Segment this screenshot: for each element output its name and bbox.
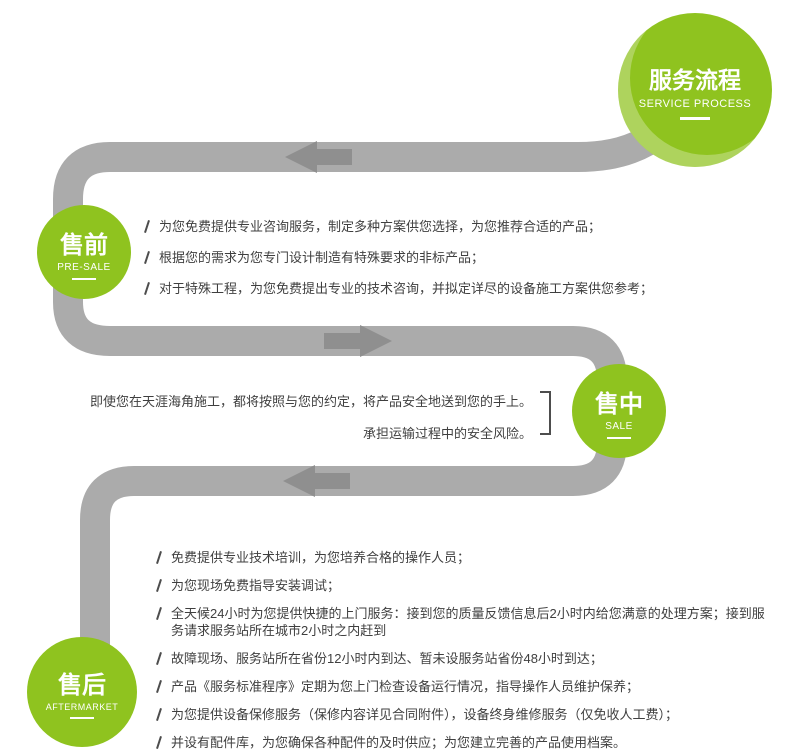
list-item-text: 为您免费提供专业咨询服务，制定多种方案供您选择，为您推荐合适的产品； xyxy=(159,219,602,234)
list-item-text: 故障现场、服务站所在省份12小时内到达、暂未设服务站省份48小时到达； xyxy=(171,651,603,666)
list-item-text: 根据您的需求为您专门设计制造有特殊要求的非标产品； xyxy=(159,250,485,265)
list-item: 故障现场、服务站所在省份12小时内到达、暂未设服务站省份48小时到达； xyxy=(156,650,770,667)
arrow-left-icon xyxy=(283,465,350,497)
list-item: 对于特殊工程，为您免费提出专业的技术咨询，并拟定详尽的设备施工方案供您参考； xyxy=(144,280,676,297)
list-item-text: 产品《服务标准程序》定期为您上门检查设备运行情况，指导操作人员维护保养； xyxy=(171,679,640,694)
page-title-en: SERVICE PROCESS xyxy=(638,97,752,110)
stage-title-en: SALE xyxy=(605,420,633,432)
stage-underline xyxy=(70,717,94,719)
list-item-text: 为您提供设备保修服务（保修内容详见合同附件），设备终身维修服务（仅免收人工费）； xyxy=(171,707,679,722)
stage-title-en: PRE-SALE xyxy=(57,261,111,273)
stage-badge-sale: 售中 SALE xyxy=(572,364,666,458)
presale-item-list: 为您免费提供专业咨询服务，制定多种方案供您选择，为您推荐合适的产品； 根据您的需… xyxy=(144,218,676,311)
list-item-text: 全天候24小时为您提供快捷的上门服务：接到您的质量反馈信息后2小时内给您满意的处… xyxy=(171,606,765,638)
arrow-right-icon xyxy=(324,325,392,357)
stage-title: 售中 xyxy=(595,390,643,418)
list-item-text: 对于特殊工程，为您免费提出专业的技术咨询，并拟定详尽的设备施工方案供您参考； xyxy=(159,281,654,296)
flow-path xyxy=(53,91,701,700)
title-underline xyxy=(680,116,710,120)
stage-underline xyxy=(72,277,96,280)
list-item: 为您提供设备保修服务（保修内容详见合同附件），设备终身维修服务（仅免收人工费）； xyxy=(156,706,770,723)
list-item: 并设有配件库，为您确保各种配件的及时供应；为您建立完善的产品使用档案。 xyxy=(156,734,770,751)
title-badge: 服务流程 SERVICE PROCESS xyxy=(618,13,772,167)
list-item: 为您免费提供专业咨询服务，制定多种方案供您选择，为您推荐合适的产品； xyxy=(144,218,676,235)
stage-badge-aftermarket: 售后 AFTERMARKET xyxy=(27,637,137,747)
list-item-text: 为您现场免费指导安装调试； xyxy=(171,578,341,593)
stage-title: 售前 xyxy=(60,231,108,259)
bracket-icon xyxy=(540,391,551,435)
sale-line: 即使您在天涯海角施工，都将按照与您的约定，将产品安全地送到您的手上。 xyxy=(89,394,532,409)
stage-badge-presale: 售前 PRE-SALE xyxy=(37,205,131,299)
arrow-left-icon xyxy=(285,141,352,173)
aftermarket-item-list: 免费提供专业技术培训，为您培养合格的操作人员； 为您现场免费指导安装调试； 全天… xyxy=(156,549,770,752)
sale-line: 承担运输过程中的安全风险。 xyxy=(362,426,532,441)
list-item: 为您现场免费指导安装调试； xyxy=(156,577,770,594)
list-item: 根据您的需求为您专门设计制造有特殊要求的非标产品； xyxy=(144,249,676,266)
stage-title: 售后 xyxy=(58,672,106,699)
list-item: 产品《服务标准程序》定期为您上门检查设备运行情况，指导操作人员维护保养； xyxy=(156,678,770,695)
stage-underline xyxy=(607,436,631,439)
page-title: 服务流程 xyxy=(649,66,741,93)
stage-title-en: AFTERMARKET xyxy=(45,702,119,712)
list-item: 免费提供专业技术培训，为您培养合格的操作人员； xyxy=(156,549,770,566)
list-item-text: 免费提供专业技术培训，为您培养合格的操作人员； xyxy=(171,550,471,565)
list-item-text: 并设有配件库，为您确保各种配件的及时供应；为您建立完善的产品使用档案。 xyxy=(171,735,627,750)
sale-text-block: 即使您在天涯海角施工，都将按照与您的约定，将产品安全地送到您的手上。 承担运输过… xyxy=(88,392,532,456)
list-item: 全天候24小时为您提供快捷的上门服务：接到您的质量反馈信息后2小时内给您满意的处… xyxy=(156,605,770,639)
